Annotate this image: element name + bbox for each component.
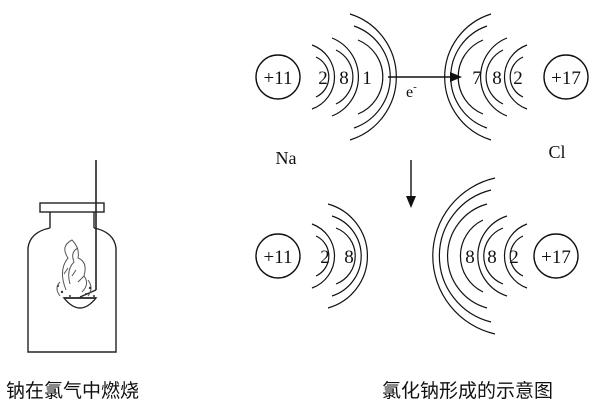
diagram-caption: 氯化钠形成的示意图 bbox=[382, 380, 554, 402]
cl-ion-shell-2-electrons: 8 bbox=[487, 247, 497, 268]
na-ion-nucleus bbox=[255, 233, 301, 279]
chloride-ion: 8 8 2 +17 bbox=[432, 177, 579, 335]
flame-smoke bbox=[56, 239, 92, 297]
jar-neck bbox=[49, 212, 95, 228]
cl-ion-shell-arcs bbox=[432, 177, 528, 335]
na-ion-shell-arcs bbox=[311, 203, 368, 309]
jar-lid bbox=[39, 202, 105, 213]
cl-nucleus bbox=[543, 54, 589, 100]
cl-shell-3-electrons: 7 bbox=[472, 68, 482, 89]
cl-ion-shell-3-electrons: 8 bbox=[465, 247, 475, 268]
jar-body bbox=[27, 227, 117, 353]
na-shell-3-electrons: 1 bbox=[362, 68, 372, 89]
na-shell-1-electrons: 2 bbox=[318, 68, 328, 89]
electron-label: e- bbox=[406, 81, 417, 101]
na-ion-nucleus-charge: +11 bbox=[263, 247, 292, 268]
cl-ion-shell-1-electrons: 2 bbox=[509, 247, 519, 268]
na-nucleus-charge: +11 bbox=[263, 68, 292, 89]
sodium-atom: +11 2 8 1 Na bbox=[255, 13, 397, 168]
cl-shell-1-electrons: 2 bbox=[513, 68, 523, 89]
cl-nucleus-charge: +17 bbox=[551, 68, 581, 89]
apparatus-caption: 钠在氯气中燃烧 bbox=[6, 380, 140, 402]
na-ion-shell-1-electrons: 2 bbox=[320, 247, 330, 268]
cl-shell-arcs bbox=[444, 13, 528, 141]
na-nucleus bbox=[255, 54, 301, 100]
spoon-bowl bbox=[62, 297, 98, 309]
reaction-arrow-down bbox=[406, 160, 416, 208]
sodium-ion: +11 2 8 bbox=[255, 203, 368, 309]
chlorine-atom: 7 8 2 +17 Cl bbox=[444, 13, 589, 162]
na-ion-shell-2-electrons: 8 bbox=[344, 247, 354, 268]
na-shell-2-electrons: 8 bbox=[339, 68, 349, 89]
cl-symbol: Cl bbox=[548, 142, 565, 162]
sparks bbox=[57, 285, 95, 297]
cl-ion-nucleus-charge: +17 bbox=[541, 247, 571, 268]
cl-shell-2-electrons: 8 bbox=[492, 68, 502, 89]
gas-jar-apparatus bbox=[27, 160, 117, 353]
na-symbol: Na bbox=[276, 148, 297, 168]
cl-ion-nucleus bbox=[533, 233, 579, 279]
